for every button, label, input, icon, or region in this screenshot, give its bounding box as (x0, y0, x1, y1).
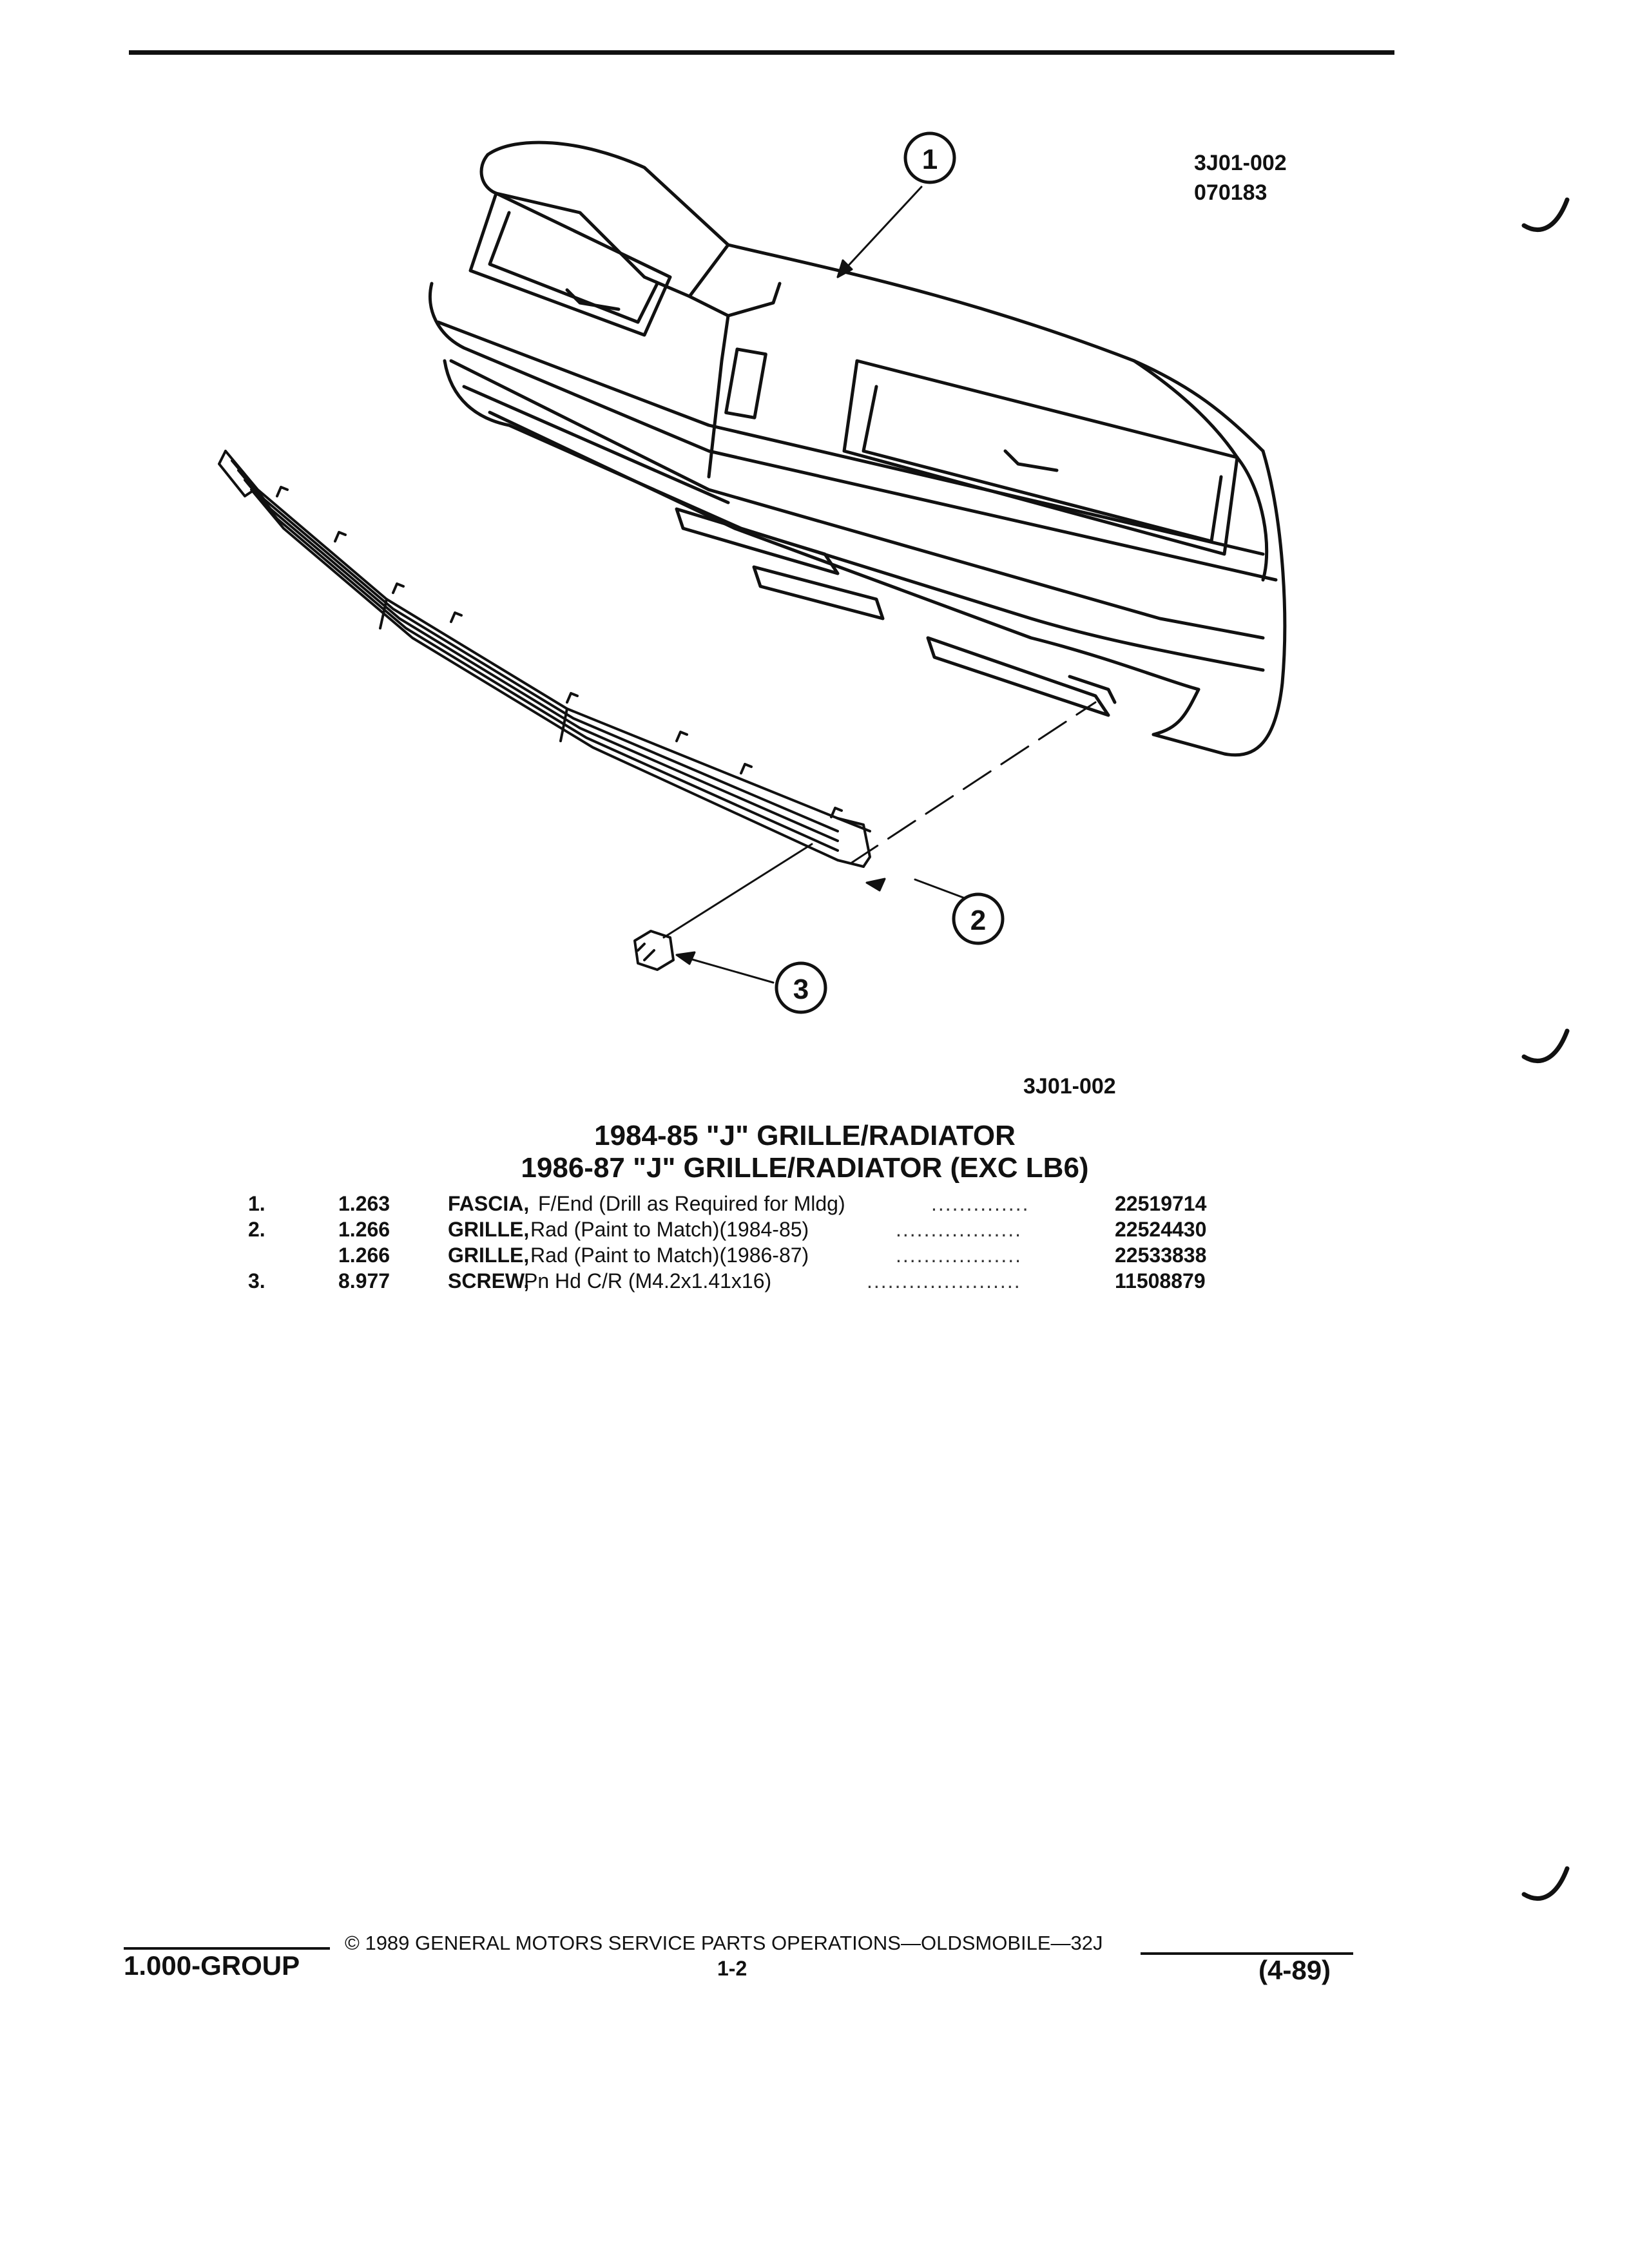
leader-dots: .............. (931, 1192, 1030, 1215)
leader-dots: ...................... (867, 1269, 1021, 1293)
part-number: 22524430 (1115, 1218, 1207, 1241)
part-name: SCREW, (448, 1269, 530, 1293)
part-name: GRILLE, (448, 1218, 530, 1241)
section-title-2: 1986-87 "J" GRILLE/RADIATOR (EXC LB6) (521, 1152, 1089, 1184)
revision-date: (4-89) (1258, 1955, 1331, 1985)
callout-3: 3 (775, 961, 827, 1014)
figure-reference: 3J01-002 070183 (1194, 148, 1287, 207)
callout-1-label: 1 (922, 144, 938, 175)
leader-dots: .................. (896, 1244, 1023, 1267)
figure-code: 3J01-002 (1194, 151, 1287, 175)
footer-rule-right (1141, 1952, 1353, 1955)
parts-row: 1.266 GRILLE, Rad (Paint to Match)(1986-… (213, 1242, 1244, 1268)
binder-mark-icon (1521, 1028, 1570, 1063)
callout-2: 2 (952, 892, 1005, 945)
part-name: GRILLE, (448, 1244, 530, 1267)
part-description: Rad (Paint to Match)(1984-85) (530, 1218, 809, 1241)
part-description: Rad (Paint to Match)(1986-87) (530, 1244, 809, 1267)
group-ref: 1.263 (338, 1192, 390, 1215)
grille-illustration (218, 450, 871, 868)
binder-mark-icon (1521, 197, 1570, 232)
leader-dots: .................. (896, 1218, 1023, 1241)
footer-rule-left (124, 1947, 330, 1950)
group-ref: 1.266 (338, 1218, 390, 1241)
part-name: FASCIA, (448, 1192, 530, 1215)
callout-2-label: 2 (970, 905, 986, 936)
parts-row: 2. 1.266 GRILLE, Rad (Paint to Match)(19… (213, 1216, 1244, 1242)
part-number: 22533838 (1115, 1244, 1207, 1267)
group-ref: 8.977 (338, 1269, 390, 1293)
section-title-1: 1984-85 "J" GRILLE/RADIATOR (594, 1120, 1016, 1151)
callout-1: 1 (903, 131, 956, 184)
part-number: 22519714 (1115, 1192, 1207, 1215)
screw-illustration (633, 930, 675, 971)
footer-copyright: © 1989 GENERAL MOTORS SERVICE PARTS OPER… (345, 1932, 1103, 1954)
top-rule (129, 50, 1394, 55)
parts-list: 1. 1.263 FASCIA, F/End (Drill as Require… (213, 1191, 1244, 1294)
parts-row: 1. 1.263 FASCIA, F/End (Drill as Require… (213, 1191, 1244, 1216)
footer-group: 1.000-GROUP (124, 1950, 300, 1981)
parts-row: 3. 8.977 SCREW, Pn Hd C/R (M4.2x1.41x16)… (213, 1268, 1244, 1294)
part-description: Pn Hd C/R (M4.2x1.41x16) (524, 1269, 772, 1293)
item-number: 3. (248, 1269, 265, 1293)
fascia-illustration (428, 140, 1287, 757)
figure-date: 070183 (1194, 180, 1268, 205)
item-number: 1. (248, 1192, 265, 1215)
diagram-figure-code: 3J01-002 (1023, 1074, 1116, 1099)
leader-lines (662, 186, 1097, 984)
callout-3-label: 3 (793, 974, 809, 1005)
parts-diagram: 1 2 3 (218, 131, 1287, 1014)
binder-mark-icon (1521, 1866, 1570, 1901)
part-description: F/End (Drill as Required for Mldg) (538, 1192, 845, 1215)
part-number: 11508879 (1115, 1269, 1206, 1293)
item-number: 2. (248, 1218, 265, 1241)
group-ref: 1.266 (338, 1244, 390, 1267)
page-number: 1-2 (717, 1957, 747, 1980)
